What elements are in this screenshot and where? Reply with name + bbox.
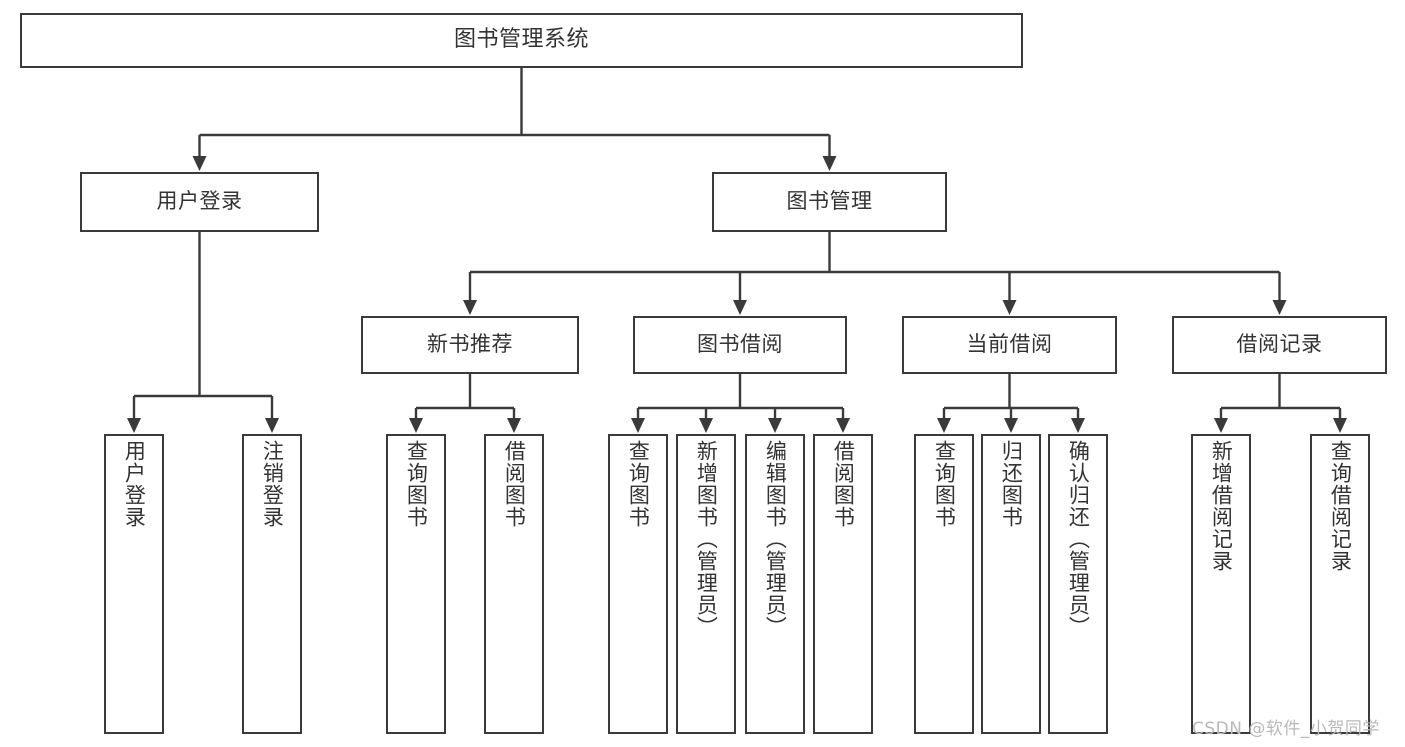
node-leaf-query-book-2[interactable]: 查询图书: [608, 434, 668, 734]
node-leaf-borrow-book-1[interactable]: 借阅图书: [484, 434, 544, 734]
node-user-login[interactable]: 用户登录: [80, 172, 319, 232]
node-label: 借阅图书: [502, 440, 527, 528]
edge-book-borrow-children-to-leaf-edit-book-arrowhead: [768, 418, 782, 433]
node-label: 当前借阅: [966, 332, 1053, 357]
node-current-borrow[interactable]: 当前借阅: [902, 316, 1117, 374]
node-label: 新增图书（管理员）: [694, 440, 719, 638]
node-label: 图书管理系统: [453, 27, 589, 53]
edge-current-borrow-children-to-leaf-confirm-return-arrowhead: [1071, 418, 1085, 433]
edge-book-manage-children-to-book-borrow-arrowhead: [733, 300, 747, 315]
node-leaf-confirm-return[interactable]: 确认归还（管理员）: [1048, 434, 1108, 734]
edge-book-manage-children-to-new-book-rec-arrowhead: [463, 300, 477, 315]
node-leaf-return-book[interactable]: 归还图书: [981, 434, 1041, 734]
edge-user-login-children-to-leaf-logout-arrowhead: [265, 418, 279, 433]
node-book-borrow[interactable]: 图书借阅: [633, 316, 847, 374]
node-leaf-borrow-book-2[interactable]: 借阅图书: [813, 434, 873, 734]
node-leaf-query-record[interactable]: 查询借阅记录: [1310, 434, 1370, 734]
node-label: 查询图书: [404, 440, 429, 528]
node-label: 用户登录: [122, 440, 147, 528]
edge-book-manage-children-to-borrow-record-arrowhead: [1272, 300, 1287, 315]
edge-book-borrow-children-to-leaf-borrow-book-2-arrowhead: [836, 418, 850, 433]
node-label: 注销登录: [260, 440, 285, 528]
node-leaf-add-book[interactable]: 新增图书（管理员）: [676, 434, 736, 734]
node-label: 图书借阅: [697, 332, 783, 357]
node-borrow-record[interactable]: 借阅记录: [1172, 316, 1387, 374]
node-label: 查询借阅记录: [1328, 440, 1353, 572]
node-leaf-user-login[interactable]: 用户登录: [104, 434, 164, 734]
edge-root-children-to-book-manage-arrowhead: [822, 156, 837, 171]
edge-book-borrow-children-to-leaf-query-book-2-arrowhead: [631, 418, 645, 433]
node-book-manage[interactable]: 图书管理: [712, 172, 947, 232]
node-label: 新增借阅记录: [1209, 440, 1234, 572]
node-leaf-edit-book[interactable]: 编辑图书（管理员）: [745, 434, 805, 734]
node-label: 确认归还（管理员）: [1066, 440, 1091, 638]
node-leaf-query-book-3[interactable]: 查询图书: [914, 434, 974, 734]
node-label: 借阅记录: [1236, 332, 1323, 357]
node-label: 图书管理: [786, 189, 873, 214]
edge-root-children-to-user-login-arrowhead: [192, 156, 207, 171]
node-leaf-add-record[interactable]: 新增借阅记录: [1191, 434, 1251, 734]
node-leaf-logout[interactable]: 注销登录: [242, 434, 302, 734]
edge-new-book-rec-children-to-leaf-query-book-1-arrowhead: [409, 418, 423, 433]
node-label: 查询图书: [932, 440, 957, 528]
edge-new-book-rec-children-to-leaf-borrow-book-1-arrowhead: [507, 418, 521, 433]
edge-book-manage-children-to-current-borrow-arrowhead: [1002, 300, 1017, 315]
node-label: 查询图书: [626, 440, 651, 528]
node-label: 归还图书: [999, 440, 1024, 528]
node-root[interactable]: 图书管理系统: [20, 13, 1023, 68]
node-new-book-rec[interactable]: 新书推荐: [361, 316, 579, 374]
node-label: 新书推荐: [427, 332, 513, 357]
node-label: 编辑图书（管理员）: [763, 440, 788, 638]
edge-current-borrow-children-to-leaf-query-book-3-arrowhead: [937, 418, 951, 433]
edge-user-login-children-to-leaf-user-login-arrowhead: [127, 418, 141, 433]
edge-borrow-record-children-to-leaf-query-record-arrowhead: [1333, 418, 1347, 433]
node-label: 用户登录: [156, 189, 243, 214]
edge-book-borrow-children-to-leaf-add-book-arrowhead: [699, 418, 713, 433]
node-leaf-query-book-1[interactable]: 查询图书: [386, 434, 446, 734]
node-label: 借阅图书: [831, 440, 856, 528]
edge-current-borrow-children-to-leaf-return-book-arrowhead: [1004, 418, 1018, 433]
csdn-watermark: CSDN @软件_小贺同学: [1192, 719, 1380, 739]
edge-borrow-record-children-to-leaf-add-record-arrowhead: [1214, 418, 1228, 433]
